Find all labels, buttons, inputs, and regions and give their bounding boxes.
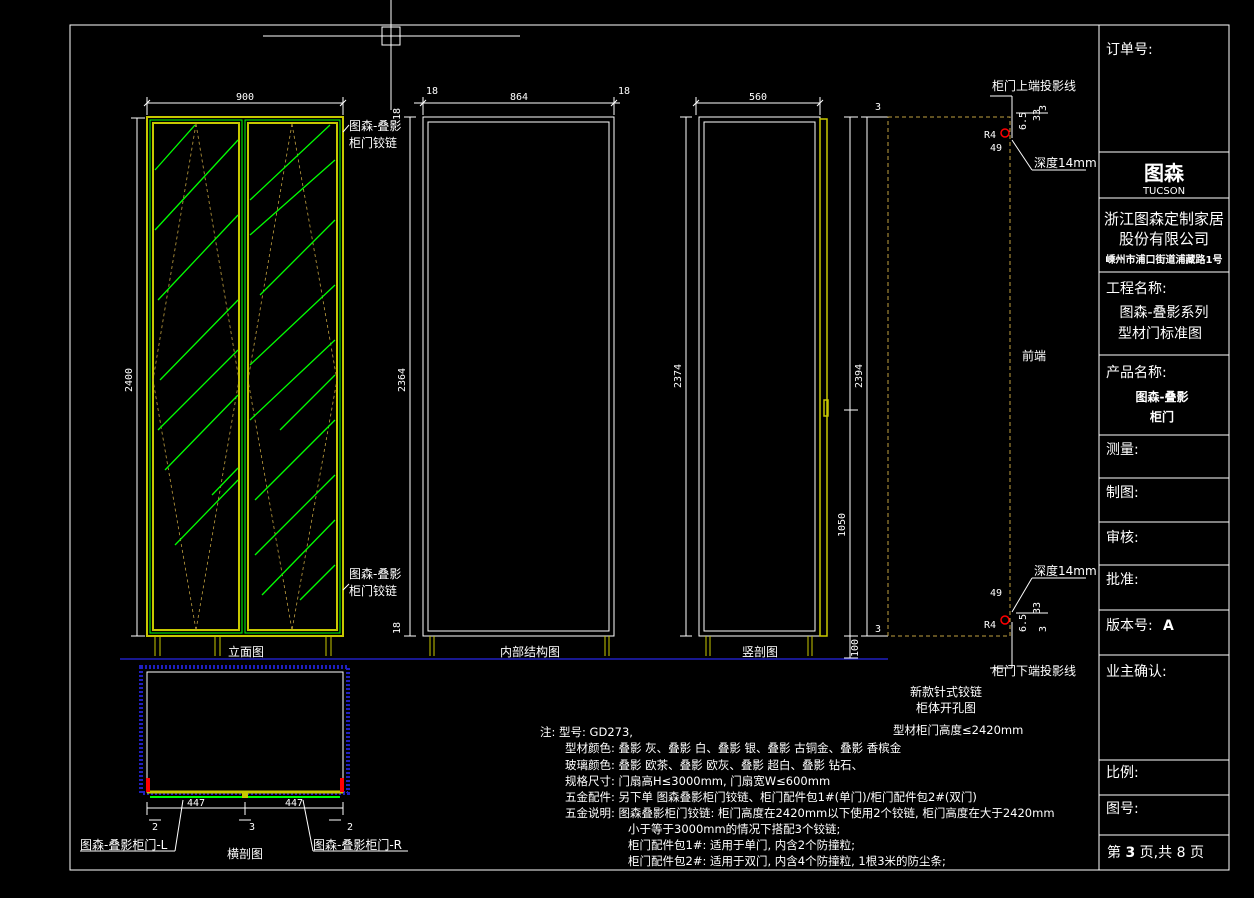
hinge-detail-3-top: 3	[1038, 105, 1049, 111]
hinge-detail-caption-2: 柜体开孔图	[916, 701, 976, 715]
interior-view: 18 864 18 2364 18 18 内部结构图	[392, 86, 630, 659]
cross-gap-right: 2	[347, 822, 353, 833]
elevation-caption: 立面图	[228, 644, 264, 659]
hinge-detail-view: 2394 3 3 柜门上端投影线 柜门下端投影线 深度14mm 深度14mm 前…	[854, 78, 1097, 715]
company-name-line1: 浙江图森定制家居	[1104, 210, 1224, 228]
interior-width-dim: 864	[510, 92, 528, 103]
interior-bottom-gap: 18	[392, 622, 403, 634]
note-line-1: 型材颜色: 叠影 灰、叠影 白、叠影 银、叠影 古铜金、叠影 香槟金	[565, 741, 902, 755]
cross-label-right: 图森-叠影柜门-R	[313, 837, 402, 852]
section-height-dim: 2374	[673, 364, 684, 388]
note-line-3: 规格尺寸: 门扇高H≤3000mm, 门扇宽W≤600mm	[565, 774, 830, 788]
hinge-detail-bottom-line-label: 柜门下端投影线	[992, 663, 1076, 678]
drawing-border	[69, 24, 1230, 871]
product-label: 产品名称:	[1106, 365, 1167, 381]
interior-caption: 内部结构图	[500, 644, 560, 659]
section-caption: 竖剖图	[742, 645, 778, 659]
hinge-detail-top-line-label: 柜门上端投影线	[992, 78, 1076, 93]
project-label: 工程名称:	[1106, 281, 1167, 297]
hinge-detail-49-top: 49	[990, 143, 1002, 154]
project-name-line1: 图森-叠影系列	[1119, 305, 1208, 321]
cross-caption: 横剖图	[227, 847, 263, 861]
hinge-detail-caption-1: 新款针式铰链	[910, 684, 982, 699]
company-logo: 图森	[1144, 161, 1185, 185]
owner-confirm-label: 业主确认:	[1106, 664, 1167, 680]
drawing-no-label: 图号:	[1106, 801, 1139, 817]
interior-left-dim: 18	[426, 86, 438, 97]
review-label: 审核:	[1106, 530, 1139, 546]
note-line-8: 柜门配件包2#: 适用于双门, 内含4个防撞粒, 1根3米的防尘条;	[628, 854, 946, 868]
hinge-detail-65-bottom: 6.5	[1018, 614, 1029, 632]
elevation-hinge-label-top-2: 柜门铰链	[349, 135, 397, 150]
notes-block: 型材柜门高度≤2420mm 注: 型号: GD273, 型材颜色: 叠影 灰、叠…	[540, 723, 1055, 868]
interior-height-dim: 2364	[397, 368, 408, 392]
project-name-line2: 型材门标准图	[1118, 326, 1202, 342]
note-line-7: 柜门配件包1#: 适用于单门, 内含2个防撞粒;	[628, 838, 855, 852]
company-name-line2: 股份有限公司	[1119, 230, 1209, 248]
hinge-detail-33-top: 33	[1032, 109, 1043, 121]
page-indicator: 第 3 页,共 8 页	[1107, 844, 1204, 861]
note-line-4: 五金配件: 另下单 图森叠影柜门铰链、柜门配件包1#(单门)/柜门配件包2#(双…	[565, 790, 977, 804]
interior-top-gap: 18	[392, 108, 403, 120]
cross-label-left: 图森-叠影柜门-L	[80, 837, 168, 852]
hinge-detail-33-bottom: 33	[1032, 602, 1043, 614]
note-line-6: 小于等于3000mm的情况下搭配3个铰链;	[628, 822, 840, 836]
cross-left-dim: 447	[187, 798, 205, 809]
section-base-dim: 100	[850, 639, 861, 657]
cross-gap-left: 2	[152, 822, 158, 833]
hinge-detail-bottom-gap: 3	[875, 624, 881, 635]
measure-label: 测量:	[1106, 442, 1139, 458]
section-lower-dim: 1050	[837, 513, 848, 537]
company-address: 嵊州市浦口街道浦藏路1号	[1106, 253, 1223, 266]
order-no-label: 订单号:	[1106, 42, 1153, 58]
hinge-detail-top-gap: 3	[875, 102, 881, 113]
hinge-detail-height-dim: 2394	[854, 364, 865, 388]
title-block: 订单号: 图森 TUCSON 浙江图森定制家居 股份有限公司 嵊州市浦口街道浦藏…	[1104, 42, 1224, 861]
version-label: 版本号:	[1106, 618, 1153, 634]
hinge-detail-r4-bottom: R4	[984, 620, 996, 631]
height-note: 型材柜门高度≤2420mm	[893, 723, 1023, 737]
note-line-0: 注: 型号: GD273,	[540, 725, 633, 739]
elevation-hinge-label-bot-1: 图森-叠影	[349, 566, 401, 581]
hinge-detail-49-bottom: 49	[990, 588, 1002, 599]
elevation-height-dim: 2400	[124, 368, 135, 392]
section-width-dim: 560	[749, 92, 767, 103]
cross-right-dim: 447	[285, 798, 303, 809]
cross-section-view: 447 447 2 3 2 图森-叠影柜门-L 图森-叠影柜门-R 横剖图	[80, 665, 408, 861]
hinge-detail-depth-top: 深度14mm	[1034, 155, 1097, 170]
elevation-hinge-label-bot-2: 柜门铰链	[349, 583, 397, 598]
product-name-line2: 柜门	[1149, 409, 1174, 424]
elevation-width-dim: 900	[236, 92, 254, 103]
elevation-hinge-label-top-1: 图森-叠影	[349, 118, 401, 133]
hinge-detail-front-label: 前端	[1022, 348, 1046, 363]
approve-label: 批准:	[1106, 572, 1139, 588]
hinge-detail-r4-top: R4	[984, 130, 996, 141]
company-logo-en: TUCSON	[1142, 186, 1185, 197]
version-value: A	[1163, 618, 1174, 634]
scale-label: 比例:	[1106, 765, 1139, 781]
hinge-detail-3-bottom: 3	[1038, 626, 1049, 632]
hinge-detail-65-top: 6.5	[1018, 112, 1029, 130]
product-name-line1: 图森-叠影	[1136, 389, 1189, 404]
note-line-5: 五金说明: 图森叠影柜门铰链: 柜门高度在2420mm以下使用2个铰链, 柜门高…	[565, 806, 1055, 820]
draw-label: 制图:	[1106, 485, 1139, 501]
section-view: 560 2374 1050 100 竖剖图	[673, 92, 861, 659]
cross-gap-mid: 3	[249, 822, 255, 833]
hinge-detail-depth-bottom: 深度14mm	[1034, 563, 1097, 578]
note-line-2: 玻璃颜色: 叠影 欧茶、叠影 欧灰、叠影 超白、叠影 钻石、	[565, 758, 863, 772]
elevation-view: 900 2400	[124, 92, 401, 659]
interior-right-dim: 18	[618, 86, 630, 97]
cad-crosshair	[263, 0, 520, 110]
